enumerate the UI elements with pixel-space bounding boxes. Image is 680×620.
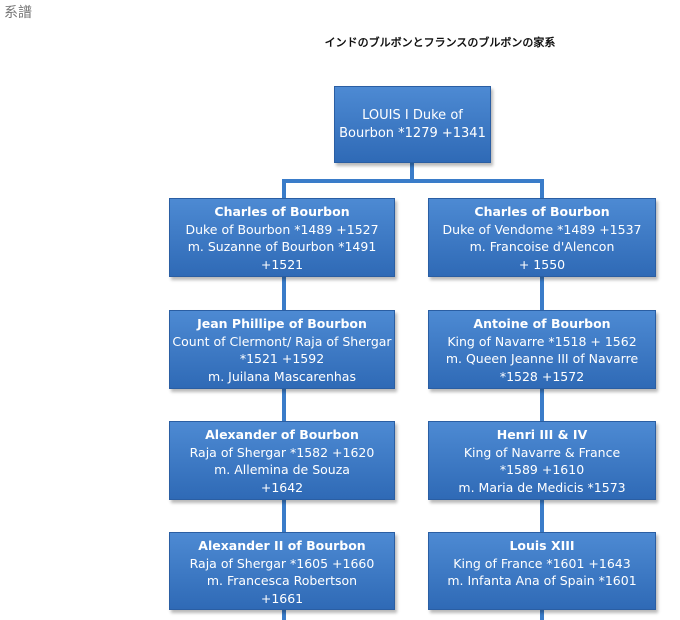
right-node-3-name: Henri III & IV	[496, 427, 588, 442]
right-node-2[interactable]: Antoine of Bourbon King of Navarre *1518…	[428, 310, 656, 389]
left-branch-connector	[282, 179, 286, 620]
left-node-1[interactable]: Charles of Bourbon Duke of Bourbon *1489…	[169, 198, 395, 277]
right-node-2-name: Antoine of Bourbon	[473, 316, 611, 331]
left-node-1-line1: Duke of Bourbon *1489 +1527	[185, 221, 379, 237]
left-node-3-line3: +1642	[260, 479, 304, 495]
root-node-line1: LOUIS I Duke of	[362, 108, 463, 123]
right-node-1-name: Charles of Bourbon	[474, 204, 610, 219]
right-node-2-line1: King of Navarre *1518 + 1562	[447, 333, 637, 349]
left-node-4-line2: m. Francesca Robertson	[206, 573, 358, 588]
right-node-4[interactable]: Louis XIII King of France *1601 +1643 m.…	[428, 532, 656, 610]
left-node-1-name: Charles of Bourbon	[214, 204, 350, 219]
left-node-1-line2: m. Suzanne of Bourbon *1491	[187, 239, 377, 254]
left-node-2-line1: Count of Clermont/ Raja of Shergar	[172, 333, 392, 349]
root-down-connector	[410, 163, 414, 181]
left-node-3-line2: m. Allemina de Souza	[214, 462, 350, 477]
left-node-4-name: Alexander II of Bourbon	[198, 538, 366, 553]
right-node-1-line1: Duke of Vendome *1489 +1537	[442, 221, 642, 237]
diagram-title: インドのブルボンとフランスのブルボンの家系	[324, 36, 556, 49]
root-node-line2: Bourbon *1279 +1341	[339, 126, 486, 141]
right-node-2-line3: *1528 +1572	[499, 368, 585, 384]
right-node-4-line1: King of France *1601 +1643	[453, 555, 631, 571]
left-node-4-line3: +1661	[260, 590, 304, 606]
right-node-4-line2: m. Infanta Ana of Spain *1601	[447, 573, 637, 588]
left-node-2-line2: *1521 +1592	[239, 351, 325, 366]
left-node-2[interactable]: Jean Phillipe of Bourbon Count of Clermo…	[169, 310, 395, 389]
left-node-4[interactable]: Alexander II of Bourbon Raja of Shergar …	[169, 532, 395, 610]
left-node-1-line3: +1521	[260, 256, 304, 272]
right-node-1-line3: + 1550	[518, 256, 566, 272]
page-heading: 系譜	[4, 5, 32, 21]
right-node-3-line1: King of Navarre & France	[463, 444, 621, 460]
right-node-3-line2: *1589 +1610	[499, 462, 585, 477]
branch-horizontal-connector	[282, 179, 544, 183]
root-node[interactable]: LOUIS I Duke of Bourbon *1279 +1341	[334, 86, 491, 163]
right-branch-connector	[540, 179, 544, 620]
right-node-2-line2: m. Queen Jeanne III of Navarre	[445, 351, 639, 366]
left-node-3[interactable]: Alexander of Bourbon Raja of Shergar *15…	[169, 421, 395, 500]
left-node-4-line1: Raja of Shergar *1605 +1660	[189, 555, 375, 571]
right-node-1[interactable]: Charles of Bourbon Duke of Vendome *1489…	[428, 198, 656, 277]
right-node-3[interactable]: Henri III & IV King of Navarre & France …	[428, 421, 656, 500]
left-node-2-name: Jean Phillipe of Bourbon	[197, 316, 367, 331]
left-node-3-line1: Raja of Shergar *1582 +1620	[189, 444, 375, 460]
right-node-1-line2: m. Francoise d'Alencon	[469, 239, 615, 254]
right-node-3-line3: m. Maria de Medicis *1573	[458, 479, 626, 495]
right-node-4-name: Louis XIII	[509, 538, 575, 553]
left-node-2-line3: m. Juilana Mascarenhas	[208, 368, 356, 384]
left-node-3-name: Alexander of Bourbon	[205, 427, 359, 442]
